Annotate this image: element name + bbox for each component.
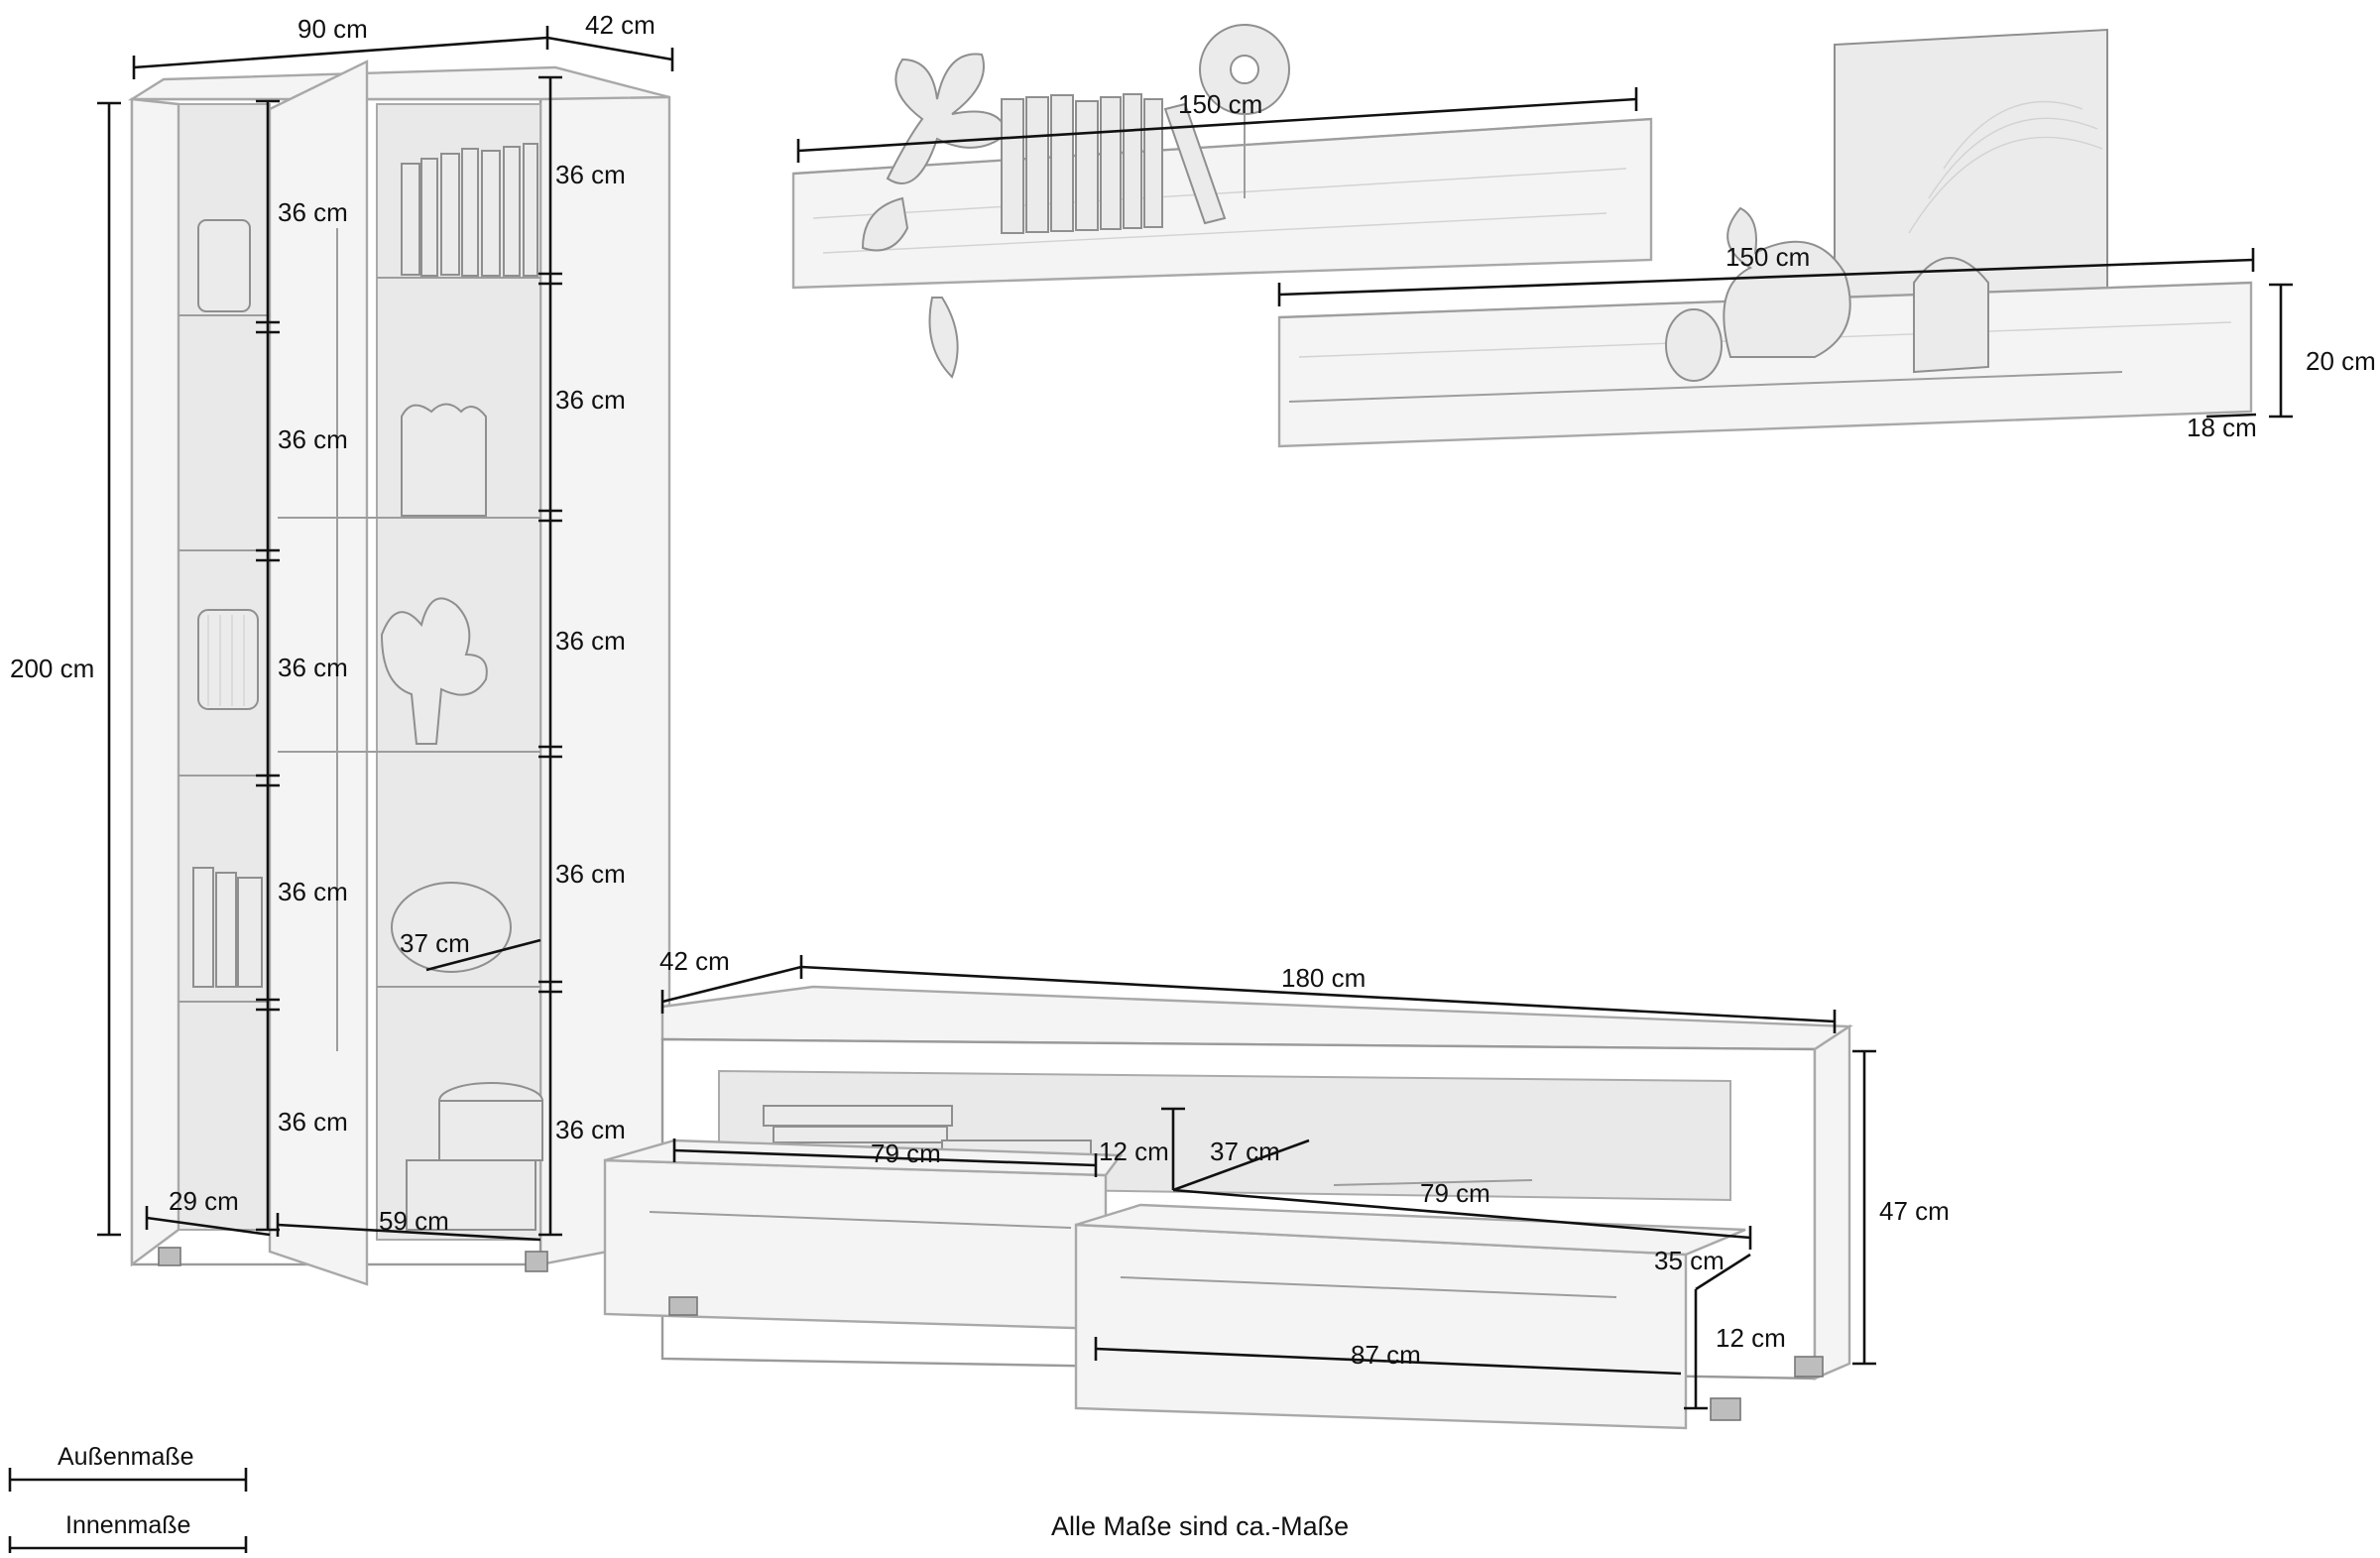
wall-shelf-upper bbox=[791, 24, 1653, 379]
left-inner-width-label: 29 cm bbox=[169, 1186, 239, 1216]
right-compartment-1-label: 36 cm bbox=[555, 160, 626, 189]
left-compartment-2-label: 36 cm bbox=[278, 424, 348, 454]
books-bottom-icon bbox=[192, 867, 263, 988]
left-drawer-width-label: 79 cm bbox=[871, 1139, 941, 1168]
right-compartment-5-label: 36 cm bbox=[555, 1115, 626, 1144]
lower-shelf-depth-label: 18 cm bbox=[2187, 413, 2257, 442]
tv-board bbox=[603, 985, 1853, 1430]
right-compartment-2-label: 36 cm bbox=[555, 385, 626, 415]
left-compartment-1-label: 36 cm bbox=[278, 197, 348, 227]
ring-sculpture-icon bbox=[1199, 24, 1290, 198]
cabinet-depth-label: 42 cm bbox=[585, 10, 655, 40]
legend-outer-label: Außenmaße bbox=[58, 1443, 194, 1471]
left-compartment-4-label: 36 cm bbox=[278, 877, 348, 906]
left-compartment-5-label: 36 cm bbox=[278, 1107, 348, 1137]
sculpture-icon bbox=[401, 403, 487, 517]
round-vase-icon bbox=[391, 882, 512, 973]
right-compartment-4-label: 36 cm bbox=[555, 859, 626, 889]
vase-icon bbox=[197, 219, 251, 312]
tv-depth-label: 42 cm bbox=[659, 946, 730, 976]
upper-shelf-width-label: 150 cm bbox=[1178, 89, 1262, 119]
arch-decor-icon bbox=[1913, 257, 1989, 374]
right-compartment-3-label: 36 cm bbox=[555, 626, 626, 656]
footnote: Alle Maße sind ca.-Maße bbox=[1051, 1511, 1349, 1541]
vitrine-cabinet bbox=[127, 60, 671, 1286]
dimension-lines bbox=[97, 26, 2293, 1410]
knot-vase-icon bbox=[1723, 206, 1851, 358]
lower-shelf-height-label: 20 cm bbox=[2306, 346, 2376, 376]
right-opening-width-label: 79 cm bbox=[1420, 1178, 1490, 1208]
lower-shelf-width-label: 150 cm bbox=[1726, 242, 1810, 272]
tv-height-label: 47 cm bbox=[1879, 1196, 1950, 1226]
wall-shelf-lower bbox=[1277, 28, 2253, 448]
abstract-vase-icon bbox=[380, 597, 488, 745]
plant-icon bbox=[861, 53, 1009, 379]
left-compartment-3-label: 36 cm bbox=[278, 653, 348, 682]
tv-width-label: 180 cm bbox=[1281, 963, 1366, 993]
cabinet-height-label: 200 cm bbox=[10, 654, 94, 683]
book-stack-icon bbox=[401, 143, 538, 277]
storage-boxes-icon bbox=[406, 1082, 543, 1231]
drawer-height-label: 12 cm bbox=[1716, 1323, 1786, 1353]
legend-inner-label: Innenmaße bbox=[65, 1511, 190, 1539]
shelf-depth-label: 37 cm bbox=[400, 928, 470, 958]
striped-vase-icon bbox=[197, 609, 259, 710]
opening-depth-label: 37 cm bbox=[1210, 1137, 1280, 1166]
drawer-depth-label: 35 cm bbox=[1654, 1246, 1725, 1275]
drawer-width-label: 87 cm bbox=[1351, 1340, 1421, 1370]
cabinet-width-label: 90 cm bbox=[298, 14, 368, 44]
right-inner-width-label: 59 cm bbox=[379, 1206, 449, 1236]
egg-decor-icon bbox=[1665, 308, 1723, 382]
dimension-labels: 90 cm 42 cm 200 cm 36 cm 36 cm 36 cm 36 … bbox=[10, 10, 2376, 1370]
opening-height-label: 12 cm bbox=[1099, 1137, 1169, 1166]
legend: Außenmaße Innenmaße bbox=[8, 1443, 248, 1553]
